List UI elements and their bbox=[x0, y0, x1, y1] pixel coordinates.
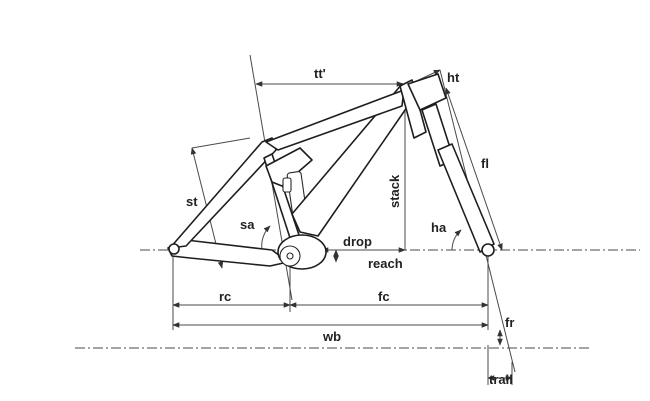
shock-reservoir bbox=[282, 177, 292, 193]
fork-crown bbox=[407, 73, 447, 111]
fork-lower bbox=[437, 143, 495, 253]
reference-lines bbox=[75, 54, 640, 385]
label-fc: fc bbox=[378, 289, 390, 304]
dimension-labels: tt' ht st sa stack drop reach ha fl rc f… bbox=[186, 66, 514, 387]
label-fr: fr bbox=[505, 315, 514, 330]
label-sa: sa bbox=[240, 217, 255, 232]
top-tube bbox=[265, 89, 405, 151]
bb-center bbox=[286, 252, 294, 260]
label-ht: ht bbox=[447, 70, 460, 85]
label-wb: wb bbox=[322, 329, 341, 344]
chainstay bbox=[167, 239, 289, 267]
head-tube bbox=[399, 79, 427, 139]
sa-arc bbox=[261, 225, 271, 251]
fl-dim-line bbox=[445, 87, 503, 251]
seatstay bbox=[169, 137, 277, 249]
bike-frame bbox=[167, 73, 495, 270]
label-stack: stack bbox=[387, 174, 402, 208]
label-rc: rc bbox=[219, 289, 231, 304]
front-axle bbox=[481, 243, 495, 257]
st-ext-top bbox=[191, 137, 251, 149]
label-reach: reach bbox=[368, 256, 403, 271]
label-drop: drop bbox=[343, 234, 372, 249]
rear-dropout bbox=[168, 243, 180, 255]
label-ha: ha bbox=[431, 220, 447, 235]
label-fl: fl bbox=[481, 156, 489, 171]
label-st: st bbox=[186, 194, 198, 209]
ha-arc bbox=[451, 229, 462, 251]
label-tt: tt' bbox=[314, 66, 326, 81]
label-trail: trail bbox=[489, 372, 513, 387]
